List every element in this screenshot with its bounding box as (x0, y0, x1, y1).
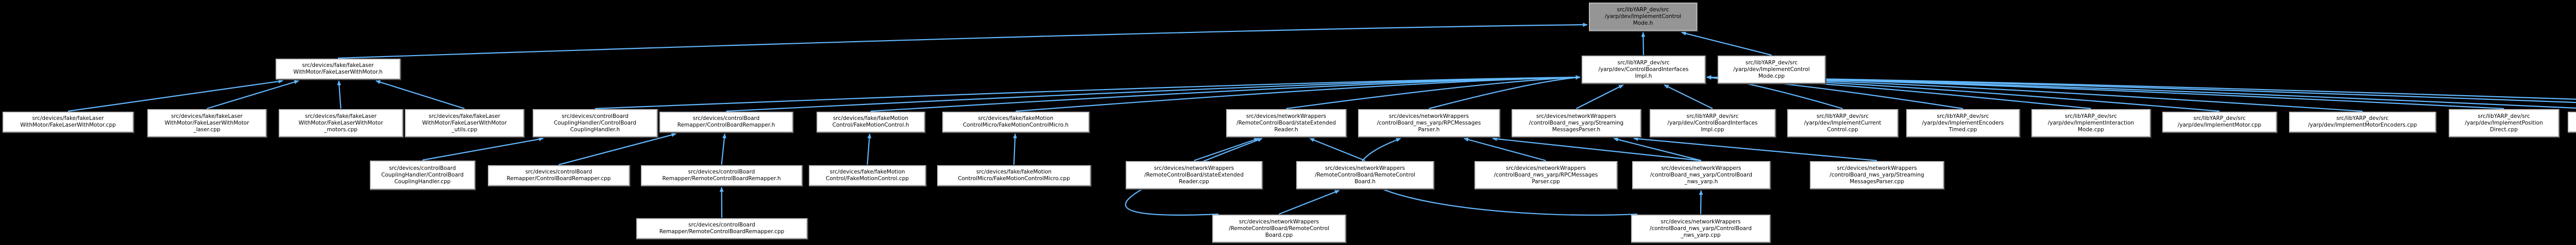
edge-cbnws_cpp-to-rpcmp_h (1359, 137, 1638, 216)
graph-node-flwm_cpp[interactable]: src/devices/fake/fakeLaser WithMotor/Fak… (3, 112, 133, 132)
edge-smp_h-to-cbii_h (1576, 84, 1624, 109)
graph-node-cbch_h[interactable]: src/devices/controlBoard CouplingHandler… (533, 109, 657, 137)
graph-node-rcbr_cpp[interactable]: src/devices/controlBoard Remapper/Remote… (636, 218, 807, 239)
graph-node-fmcm_h[interactable]: src/devices/fake/fakeMotion ControlMicro… (942, 112, 1089, 132)
edge-fmc_h-to-cbii_h (870, 75, 1581, 112)
graph-node-rcb_cpp[interactable]: src/devices/networkWrappers /RemoteContr… (1212, 215, 1346, 242)
edge-icm_cpp-to-root (1681, 31, 1772, 56)
edge-cbii_cpp-to-cbii_h (1664, 84, 1713, 109)
graph-node-fmc_cpp[interactable]: src/devices/fake/fakeMotion Control/Fake… (809, 165, 926, 186)
graph-node-fmc_h[interactable]: src/devices/fake/fakeMotion Control/Fake… (817, 112, 925, 132)
graph-node-flwm_laser_cpp[interactable]: src/devices/fake/fakeLaser WithMotor/Fak… (147, 109, 266, 137)
graph-node-flwm_utils_cpp[interactable]: src/devices/fake/fakeLaser WithMotor/Fak… (405, 109, 524, 137)
edge-fmc_cpp-to-fmc_h (867, 133, 872, 165)
edge-cbnws_h-to-rpcmp_h (1492, 136, 1702, 162)
edge-all_h-to-cbii_h (1706, 75, 2576, 100)
graph-node-cbii_h[interactable]: src/libYARP_dev/src /yarp/dev/ControlBoa… (1582, 56, 1705, 83)
graph-node-smp_cpp[interactable]: src/devices/networkWrappers /controlBoar… (1810, 161, 1944, 189)
edge-flwm_utils_cpp-to-flwm_h (376, 80, 465, 110)
edge-rpcmp_cpp-to-rpcmp_h (1464, 137, 1546, 162)
edge-ser_cpp-to-ser_h (1194, 137, 1259, 162)
edge-fmcm_h-to-cbii_h (1015, 75, 1581, 112)
edge-rpcmp_h-to-cbii_h (1429, 75, 1581, 110)
edge-flwm_motors_cpp-to-flwm_h (337, 80, 342, 109)
graph-node-root[interactable]: src/libYARP_dev/src /yarp/dev/ImplementC… (1589, 3, 1697, 31)
graph-node-ser_cpp[interactable]: src/devices/networkWrappers /RemoteContr… (1126, 161, 1262, 189)
graph-node-smp_h[interactable]: src/devices/networkWrappers /controlBoar… (1512, 109, 1641, 137)
edge-cbnws_h-to-smp_h (1613, 137, 1702, 162)
graph-node-iim_cpp[interactable]: src/libYARP_dev/src /yarp/dev/ImplementI… (2031, 109, 2150, 137)
graph-node-flwm_motors_cpp[interactable]: src/devices/fake/fakeLaser WithMotor/Fak… (279, 109, 403, 137)
graph-node-cbnws_h[interactable]: src/devices/networkWrappers /controlBoar… (1632, 161, 1770, 189)
edge-smp_cpp-to-smp_h (1633, 136, 1877, 162)
graph-node-rcb_h[interactable]: src/devices/networkWrappers /RemoteContr… (1296, 161, 1434, 189)
graph-node-flwm_h[interactable]: src/devices/fake/fakeLaser WithMotor/Fak… (276, 59, 400, 79)
edge-cbr_cpp-to-cbr_h (558, 133, 676, 166)
graph-node-icm_cpp[interactable]: src/libYARP_dev/src /yarp/dev/ImplementC… (1718, 56, 1825, 83)
graph-node-rcbr_h[interactable]: src/devices/controlBoard Remapper/Remote… (641, 165, 802, 186)
graph-node-cbch_cpp[interactable]: src/devices/controlBoard CouplingHandler… (370, 161, 475, 189)
edge-rcbr_h-to-cbr_h (721, 133, 726, 165)
graph-node-cbnws_cpp[interactable]: src/devices/networkWrappers /controlBoar… (1631, 215, 1770, 242)
graph-node-rpcmp_cpp[interactable]: src/devices/networkWrappers /controlBoar… (1475, 161, 1617, 189)
graph-node-ipd_cpp[interactable]: src/libYARP_dev/src /yarp/dev/ImplementP… (2449, 109, 2559, 137)
graph-node-cbii_cpp[interactable]: src/libYARP_dev/src /yarp/dev/ControlBoa… (1650, 109, 1775, 137)
graph-node-iet_cpp[interactable]: src/libYARP_dev/src /yarp/dev/ImplementE… (1906, 109, 2020, 137)
edge-flwm_cpp-to-flwm_h (67, 79, 283, 112)
graph-node-cbr_cpp[interactable]: src/devices/controlBoard Remapper/Contro… (488, 165, 630, 186)
graph-node-cbr_h[interactable]: src/devices/controlBoard Remapper/Contro… (659, 112, 793, 132)
edge-rcb_cpp-to-ser_h (1125, 137, 1263, 216)
edge-rcb_h-to-ser_h (1309, 137, 1365, 162)
graph-node-ser_h[interactable]: src/devices/networkWrappers /RemoteContr… (1226, 109, 1346, 137)
edge-flwm_h-to-root (337, 23, 1588, 59)
edge-cbch_cpp-to-cbch_h (422, 137, 544, 161)
graph-node-fmcm_cpp[interactable]: src/devices/fake/fakeMotion ControlMicro… (937, 165, 1091, 186)
edge-fmcm_cpp-to-fmcm_h (1013, 133, 1018, 165)
edge-flwm_laser_cpp-to-flwm_h (207, 80, 299, 110)
graph-node-rpcmp_h[interactable]: src/devices/networkWrappers /controlBoar… (1358, 109, 1500, 137)
edge-rcb_cpp-to-rcb_h (1279, 189, 1340, 215)
graph-node-irv_cpp[interactable]: src/libYARP_dev/src /yarp/dev/ImplementR… (2568, 112, 2576, 132)
edge-ser_h-to-cbii_h (1286, 75, 1581, 110)
graph-node-ime_cpp[interactable]: src/libYARP_dev/src /yarp/dev/ImplementM… (2289, 112, 2436, 132)
graph-node-im_cpp[interactable]: src/libYARP_dev/src /yarp/dev/ImplementM… (2162, 112, 2277, 132)
graph-node-icc_cpp[interactable]: src/libYARP_dev/src /yarp/dev/ImplementC… (1787, 109, 1898, 137)
